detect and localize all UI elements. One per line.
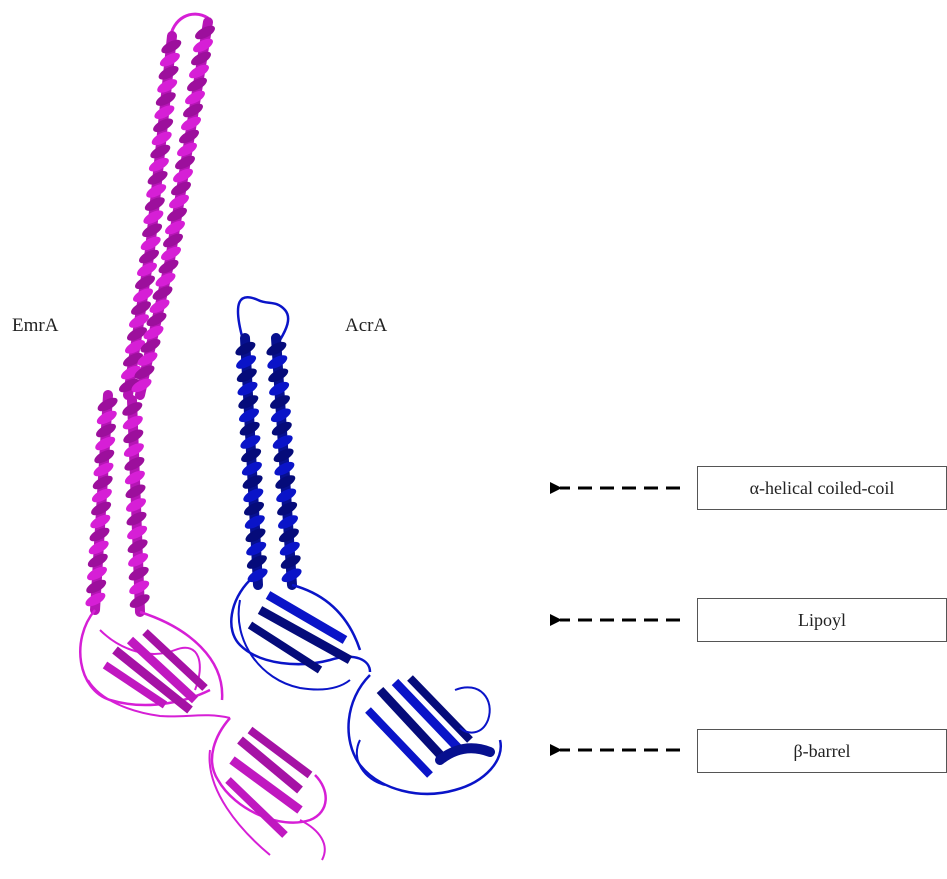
acra-label: AcrA — [345, 315, 387, 337]
emra-beta-barrel-domain — [210, 718, 326, 860]
acra-lipoyl-domain — [231, 580, 370, 690]
acra-helix-coils — [233, 339, 303, 585]
emra-helix-coils — [83, 23, 217, 611]
emra-label: EmrA — [12, 315, 58, 337]
acra-beta-barrel-domain — [349, 675, 501, 794]
beta-barrel-domain-label: β-barrel — [697, 729, 947, 773]
lipoyl-domain-label: Lipoyl — [697, 598, 947, 642]
coiled-coil-domain-label: α-helical coiled-coil — [697, 466, 947, 510]
acra-structure — [231, 297, 500, 794]
domain-arrows — [560, 488, 680, 750]
emra-lipoyl-domain — [80, 610, 230, 718]
